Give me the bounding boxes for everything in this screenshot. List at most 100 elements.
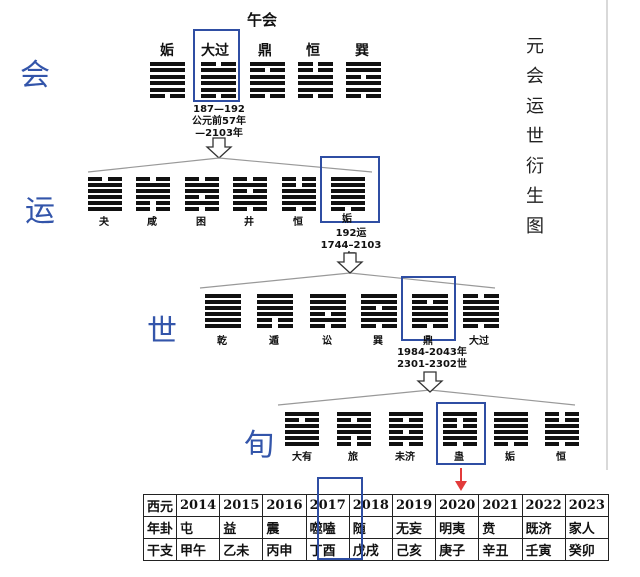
yang-line xyxy=(361,300,397,304)
hexagram-name: 姤 xyxy=(160,43,174,59)
yang-line xyxy=(88,207,122,211)
yin-line-half xyxy=(298,94,313,98)
hexagram-name: 大有 xyxy=(292,452,312,463)
yang-line xyxy=(205,306,241,310)
yin-line-half xyxy=(513,442,528,446)
down-arrow-icon xyxy=(205,137,233,159)
year-table: 西元 2014 2015 2016 2017 2018 2019 2020 20… xyxy=(142,494,609,561)
yang-line xyxy=(463,312,499,316)
table-cell: 2019 xyxy=(391,494,437,517)
diagram-title: 午会 xyxy=(247,11,278,29)
yang-line xyxy=(310,306,346,310)
yin-line-half xyxy=(282,177,297,181)
yin-line-half xyxy=(250,94,265,98)
yang-line xyxy=(412,294,448,298)
period-note: 187—192 公元前57年 —2103年 xyxy=(188,104,250,140)
yin-line-half xyxy=(318,62,333,66)
level-label-shi: 世 xyxy=(147,314,177,349)
yin-line-half xyxy=(337,436,352,440)
yin-line-half xyxy=(257,318,273,322)
yang-line xyxy=(233,195,267,199)
yang-line xyxy=(389,436,423,440)
hexagram-name: 姤 xyxy=(342,214,352,225)
yin-line-half xyxy=(361,306,377,310)
yang-line xyxy=(201,68,236,72)
yin-line-half xyxy=(252,207,267,211)
hexagram-xian xyxy=(136,177,170,211)
yin-line-half xyxy=(564,418,579,422)
yang-line xyxy=(346,62,381,66)
hexagram-gou xyxy=(150,62,185,98)
highlight-box xyxy=(317,477,363,560)
yin-line-half xyxy=(389,418,404,422)
yin-line-half xyxy=(350,207,365,211)
yang-line xyxy=(150,81,185,85)
table-cell: 丁酉 xyxy=(305,538,350,561)
yin-line-half xyxy=(545,442,560,446)
yang-line xyxy=(463,300,499,304)
hexagram-song xyxy=(310,294,346,328)
table-cell: 己亥 xyxy=(391,538,437,561)
yin-line-half xyxy=(432,324,448,328)
yang-line xyxy=(136,183,170,187)
yang-line xyxy=(282,195,316,199)
yang-line xyxy=(361,312,397,316)
table-cell: 无妄 xyxy=(391,516,437,539)
yin-line-half xyxy=(204,207,219,211)
yin-line-half xyxy=(136,207,151,211)
yin-line-half xyxy=(185,195,200,199)
yin-line-half xyxy=(366,75,381,79)
yin-line-half xyxy=(155,207,170,211)
hexagram-ding xyxy=(412,294,448,328)
hexagram-weiji xyxy=(389,412,423,446)
yin-line-half xyxy=(88,177,103,181)
hexagram-dayou xyxy=(285,412,319,446)
yang-line xyxy=(337,412,371,416)
hexagram-name: 鼎 xyxy=(423,336,433,347)
table-cell: 年卦 xyxy=(142,516,178,539)
yang-line xyxy=(545,436,579,440)
yin-line-half xyxy=(412,324,428,328)
yang-line xyxy=(331,195,365,199)
yin-line-half xyxy=(201,94,216,98)
table-cell: 震 xyxy=(262,516,307,539)
hexagram-name: 鼎 xyxy=(258,43,272,59)
table-cell: 丙申 xyxy=(262,538,307,561)
divider-line xyxy=(606,0,608,470)
side-title-char: 衍 xyxy=(526,156,544,177)
yin-line-half xyxy=(310,312,326,316)
yin-line-half xyxy=(233,207,248,211)
table-cell: 2021 xyxy=(478,494,523,517)
yang-line xyxy=(331,201,365,205)
yin-line-half xyxy=(389,430,404,434)
yin-line-half xyxy=(136,201,151,205)
yin-line-half xyxy=(462,418,477,422)
yin-line-half xyxy=(150,94,165,98)
hexagram-name: 恒 xyxy=(306,43,320,59)
table-cell: 辛丑 xyxy=(478,538,523,561)
hexagram-name: 旅 xyxy=(348,452,358,463)
yin-line-half xyxy=(356,442,371,446)
hexagram-name: 恒 xyxy=(293,217,303,228)
yin-line-half xyxy=(252,189,267,193)
yang-line xyxy=(463,318,499,322)
side-title-char: 元 xyxy=(526,36,544,57)
hexagram-heng xyxy=(298,62,333,98)
yin-line-half xyxy=(318,94,333,98)
side-title: 元 会 运 世 衍 生 图 xyxy=(523,32,547,242)
hexagram-name: 井 xyxy=(244,217,254,228)
yang-line xyxy=(285,412,319,416)
hexagram-name: 乾 xyxy=(217,336,227,347)
yang-line xyxy=(346,68,381,72)
yang-line xyxy=(463,306,499,310)
table-cell: 2014 xyxy=(176,494,221,517)
hexagram-ding xyxy=(250,62,285,98)
yang-line xyxy=(346,88,381,92)
yang-line xyxy=(257,306,293,310)
yin-line-half xyxy=(185,177,200,181)
yin-line-half xyxy=(204,195,219,199)
yin-line-half xyxy=(443,424,458,428)
yang-line xyxy=(250,62,285,66)
yang-line xyxy=(150,88,185,92)
level-label-xun: 旬 xyxy=(244,428,274,463)
